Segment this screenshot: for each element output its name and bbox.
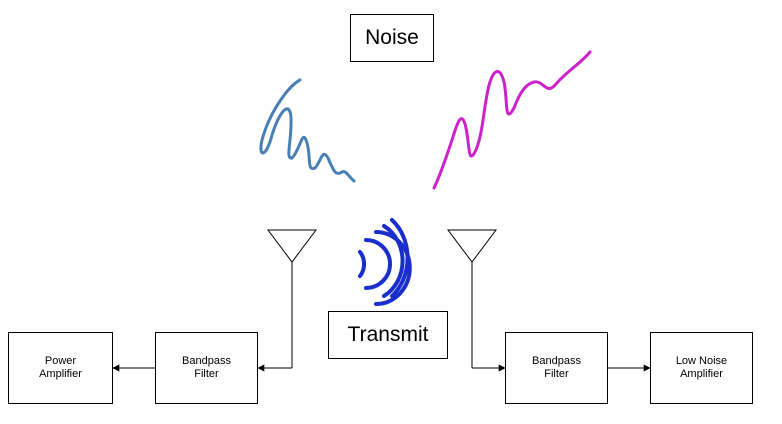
tx-bandpass-filter-block: Bandpass Filter [155,332,258,404]
noise-wave-left-icon [259,78,356,183]
rx-bandpass-filter-label: Bandpass Filter [532,355,581,380]
power-amplifier-label: Power Amplifier [39,355,82,380]
low-noise-amplifier-label: Low Noise Amplifier [675,355,728,380]
low-noise-amplifier-block: Low Noise Amplifier [650,332,753,404]
noise-wave-right-icon [432,50,592,190]
signal-waves-icon [358,218,412,306]
power-amplifier-block: Power Amplifier [8,332,113,404]
rx-bandpass-filter-block: Bandpass Filter [505,332,608,404]
noise-label: Noise [350,14,434,62]
antenna-tx-icon [267,229,317,368]
antenna-rx-icon [447,229,497,368]
transmit-label: Transmit [328,311,448,359]
tx-bandpass-filter-label: Bandpass Filter [182,355,231,380]
